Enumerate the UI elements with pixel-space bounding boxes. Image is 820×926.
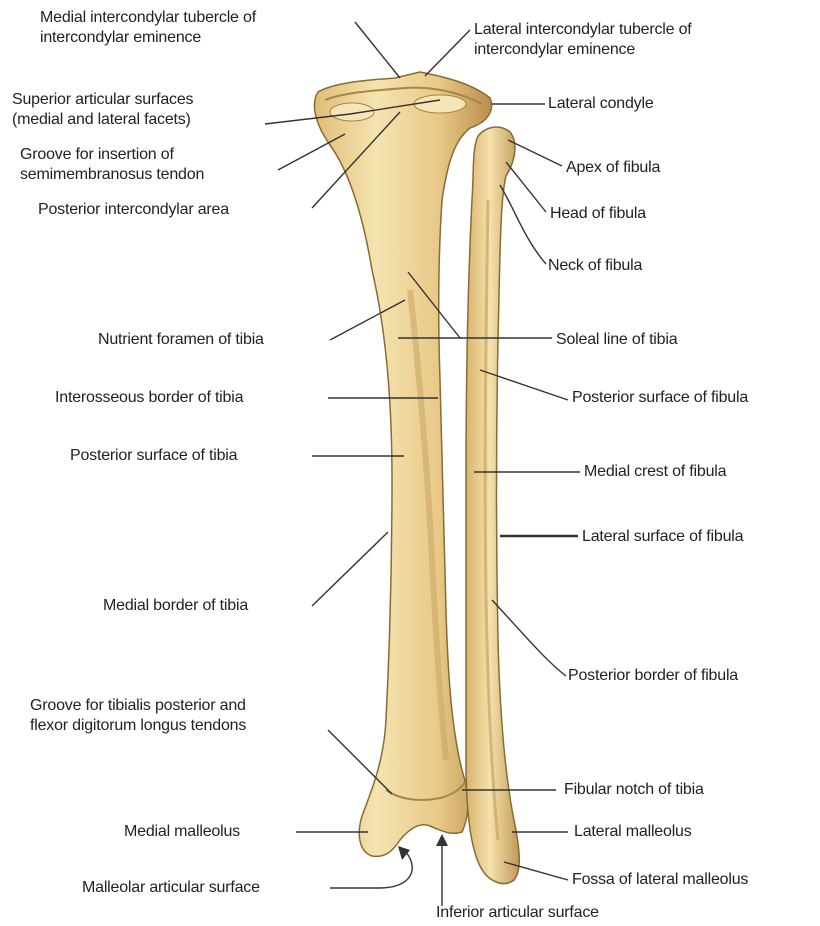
label-soleal-line: Soleal line of tibia <box>556 330 677 350</box>
label-fossa-lateral-malleolus: Fossa of lateral malleolus <box>572 870 748 890</box>
leader-malleolar-articular <box>330 852 412 888</box>
label-groove-tibialis: Groove for tibialis posterior and flexor… <box>30 696 246 736</box>
label-line: Lateral intercondylar tubercle of <box>474 20 692 40</box>
label-line: intercondylar eminence <box>474 40 692 60</box>
label-lateral-malleolus: Lateral malleolus <box>574 822 692 842</box>
leader-medial-intercondylar <box>355 22 400 78</box>
label-apex-fibula: Apex of fibula <box>566 158 660 178</box>
label-posterior-surface-fibula: Posterior surface of fibula <box>572 388 748 408</box>
label-medial-intercondylar: Medial intercondylar tubercle of interco… <box>40 8 256 48</box>
label-posterior-surface-tibia: Posterior surface of tibia <box>70 446 237 466</box>
label-posterior-intercondylar: Posterior intercondylar area <box>38 200 229 220</box>
label-line: (medial and lateral facets) <box>12 110 193 130</box>
label-fibular-notch: Fibular notch of tibia <box>564 780 704 800</box>
leader-lateral-intercondylar <box>425 30 470 76</box>
label-head-fibula: Head of fibula <box>550 204 646 224</box>
label-malleolar-articular: Malleolar articular surface <box>82 878 260 898</box>
label-line: Groove for insertion of <box>20 145 204 165</box>
label-lateral-condyle: Lateral condyle <box>548 94 654 114</box>
label-medial-crest-fibula: Medial crest of fibula <box>584 462 726 482</box>
arrowhead-malleolar <box>398 846 410 860</box>
leader-neck-fibula <box>500 185 546 264</box>
leader-medial-border-tibia <box>312 532 388 606</box>
label-line: Superior articular surfaces <box>12 90 193 110</box>
leader-apex-fibula <box>508 140 562 166</box>
label-lateral-surface-fibula: Lateral surface of fibula <box>582 527 743 547</box>
label-interosseous-border: Interosseous border of tibia <box>55 388 243 408</box>
label-line: intercondylar eminence <box>40 28 256 48</box>
label-medial-malleolus: Medial malleolus <box>124 822 240 842</box>
label-nutrient-foramen: Nutrient foramen of tibia <box>98 330 264 350</box>
label-line: Groove for tibialis posterior and <box>30 696 246 716</box>
arrowhead-inferior <box>436 834 448 846</box>
superior-facet-lateral <box>414 95 466 113</box>
label-lateral-intercondylar: Lateral intercondylar tubercle of interc… <box>474 20 692 60</box>
label-medial-border-tibia: Medial border of tibia <box>103 596 248 616</box>
label-neck-fibula: Neck of fibula <box>548 256 642 276</box>
label-line: flexor digitorum longus tendons <box>30 716 246 736</box>
label-superior-articular: Superior articular surfaces (medial and … <box>12 90 193 130</box>
label-line: Medial intercondylar tubercle of <box>40 8 256 28</box>
label-posterior-border-fibula: Posterior border of fibula <box>568 666 738 686</box>
tibia-bone <box>314 72 491 856</box>
label-line: semimembranosus tendon <box>20 165 204 185</box>
leader-posterior-border-fibula <box>492 600 566 676</box>
label-inferior-articular: Inferior articular surface <box>436 903 599 923</box>
leader-head-fibula <box>506 162 546 212</box>
label-groove-semimembranosus: Groove for insertion of semimembranosus … <box>20 145 204 185</box>
